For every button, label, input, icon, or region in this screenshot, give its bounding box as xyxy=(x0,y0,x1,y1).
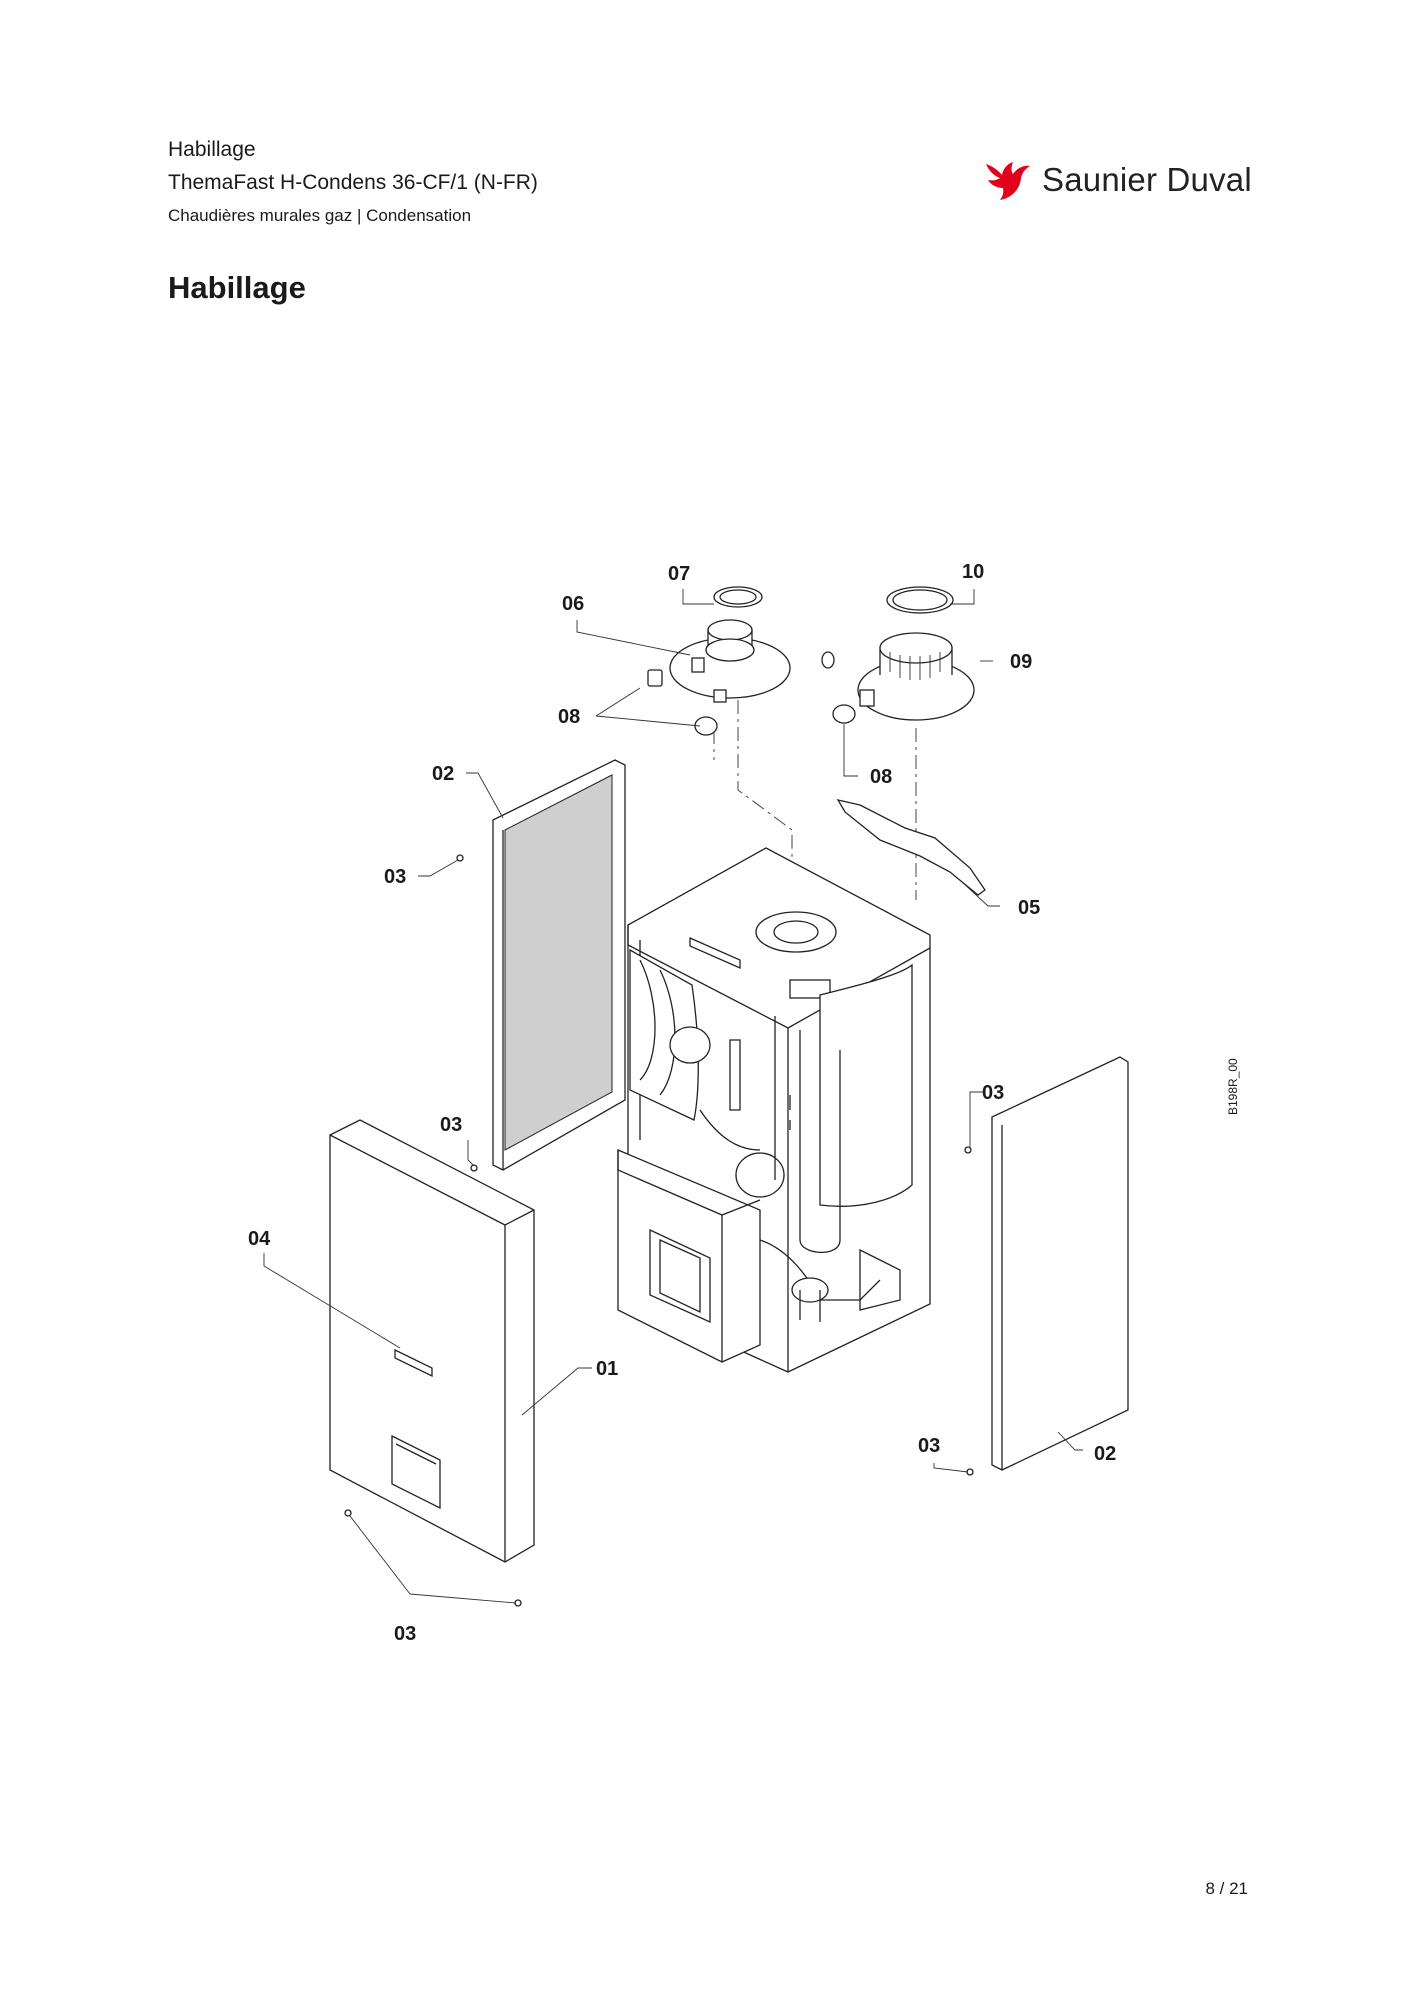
drawing-code: B198R_00 xyxy=(1226,1058,1240,1115)
callout-06: 06 xyxy=(562,593,584,615)
gasket-10 xyxy=(886,586,954,614)
cap-08-small xyxy=(647,669,663,687)
page-number: 8 / 21 xyxy=(1205,1879,1248,1898)
brand-name: Saunier Duval xyxy=(1042,161,1252,198)
side-panel-02-left xyxy=(492,759,626,1171)
label-04 xyxy=(394,1348,433,1378)
callout-03-mid-left: 03 xyxy=(440,1114,462,1136)
leader-lines xyxy=(263,589,1083,1604)
callout-03-upper-left: 03 xyxy=(384,866,406,888)
header-model: ThemaFast H-Condens 36-CF/1 (N-FR) xyxy=(168,171,538,194)
cap-08-right xyxy=(832,704,856,724)
callout-10: 10 xyxy=(962,561,984,583)
callout-07: 07 xyxy=(668,563,690,585)
callout-02-left: 02 xyxy=(432,763,454,785)
callout-03-bottom: 03 xyxy=(394,1623,416,1645)
callout-04: 04 xyxy=(248,1228,271,1250)
side-panel-02-right xyxy=(991,1056,1129,1471)
page-header: Habillage ThemaFast H-Condens 36-CF/1 (N… xyxy=(168,134,538,232)
flue-adapter-09 xyxy=(821,632,975,721)
boiler-body xyxy=(617,847,931,1373)
callout-09: 09 xyxy=(1010,651,1032,673)
callout-05: 05 xyxy=(1018,897,1040,919)
callout-03-lower-right: 03 xyxy=(918,1435,940,1457)
callout-08-left: 08 xyxy=(558,706,580,728)
bracket-05 xyxy=(836,799,986,896)
callout-02-right: 02 xyxy=(1094,1443,1116,1465)
brand-logo: Saunier Duval xyxy=(982,158,1252,202)
callout-01: 01 xyxy=(596,1358,618,1380)
flue-adapter-06 xyxy=(669,619,791,703)
callout-08-right: 08 xyxy=(870,766,892,788)
front-panel-01 xyxy=(329,1119,535,1563)
callout-03-right: 03 xyxy=(982,1082,1004,1104)
cap-08-left xyxy=(694,716,718,736)
page-title: Habillage xyxy=(168,270,306,305)
assembly-guide-lines xyxy=(713,700,917,930)
header-category: Chaudières murales gaz | Condensation xyxy=(168,206,472,225)
header-section: Habillage xyxy=(168,138,256,161)
bird-logo-icon xyxy=(986,162,1030,200)
